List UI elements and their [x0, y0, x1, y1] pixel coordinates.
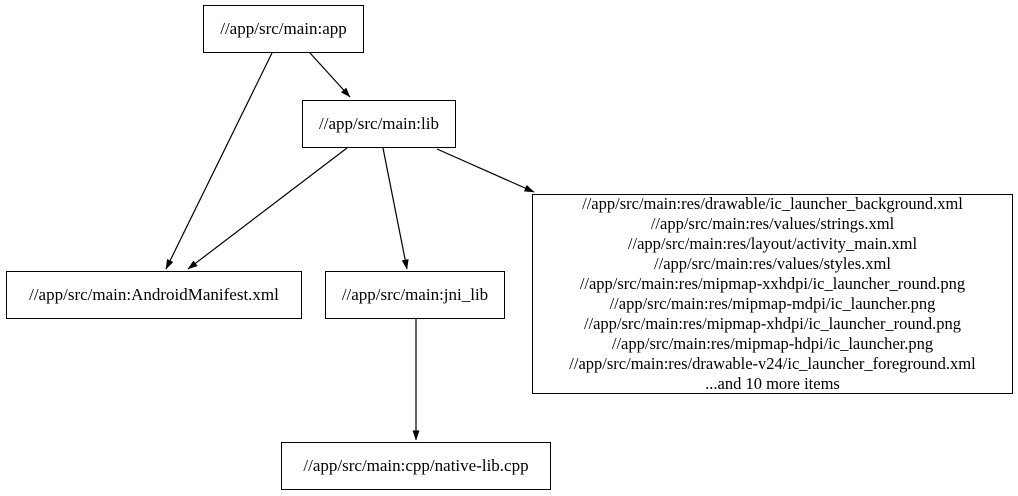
res-file-line: //app/src/main:res/mipmap-mdpi/ic_launch… [609, 294, 936, 313]
res-file-line: //app/src/main:res/layout/activity_main.… [627, 234, 918, 253]
edge-lib-to-jni-lib [382, 147, 409, 270]
res-file-line: //app/src/main:res/drawable-v24/ic_launc… [569, 354, 976, 373]
edge-app-to-android-manifest [165, 52, 273, 270]
res-file-line: //app/src/main:res/drawable/ic_launcher_… [582, 194, 963, 213]
res-file-line: //app/src/main:res/mipmap-xxhdpi/ic_laun… [579, 274, 966, 293]
node-jni-lib-target: //app/src/main:jni_lib [325, 271, 505, 319]
node-app-target: //app/src/main:app [203, 5, 364, 53]
edge-lib-to-android-manifest [187, 147, 348, 270]
node-res-files-group: //app/src/main:res/drawable/ic_launcher_… [532, 194, 1013, 394]
node-app-label: //app/src/main:app [220, 19, 347, 38]
node-android-manifest-target: //app/src/main:AndroidManifest.xml [6, 271, 302, 319]
node-native-lib-target: //app/src/main:cpp/native-lib.cpp [281, 442, 551, 490]
node-lib-target: //app/src/main:lib [302, 100, 456, 148]
res-file-line: //app/src/main:res/mipmap-hdpi/ic_launch… [611, 334, 934, 353]
res-file-line: //app/src/main:res/values/styles.xml [654, 254, 891, 273]
node-native-lib-label: //app/src/main:cpp/native-lib.cpp [303, 456, 529, 475]
node-lib-label: //app/src/main:lib [319, 114, 439, 133]
edge-lib-to-res-group [436, 148, 535, 193]
res-file-line: //app/src/main:res/mipmap-xhdpi/ic_launc… [583, 314, 962, 333]
res-more-items-line: ...and 10 more items [705, 374, 840, 393]
res-file-line: //app/src/main:res/values/strings.xml [650, 214, 895, 233]
node-jni-lib-label: //app/src/main:jni_lib [341, 285, 489, 304]
node-android-manifest-label: //app/src/main:AndroidManifest.xml [29, 285, 279, 304]
edge-app-to-lib [309, 52, 351, 98]
